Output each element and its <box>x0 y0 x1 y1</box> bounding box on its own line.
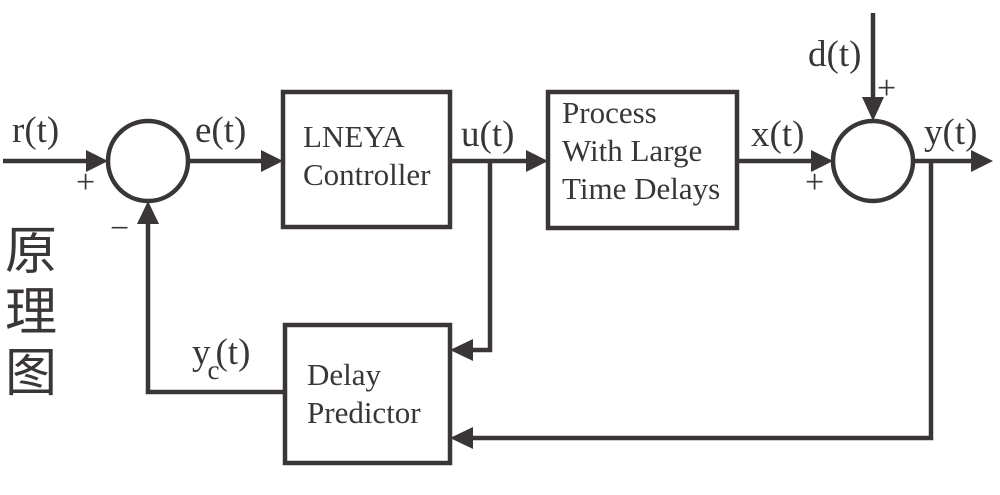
sign-plus-process: + <box>805 164 825 201</box>
predictor-feedback-line <box>145 223 285 395</box>
arrowhead-into-controller <box>261 150 283 172</box>
process-label: Process With Large Time Delays <box>562 95 721 206</box>
signal-label-y: y(t) <box>924 112 978 153</box>
controller-block <box>280 89 453 230</box>
signal-label-yc-rest: (t) <box>215 332 251 373</box>
arrowhead-into-right-sum <box>811 150 833 172</box>
arrowhead-output <box>971 150 993 172</box>
arrowhead-disturbance <box>862 97 884 121</box>
signal-label-u: u(t) <box>461 114 515 155</box>
output-feedback-line <box>473 161 934 441</box>
caption-char-1: 原 <box>5 223 58 281</box>
caption-char-2: 理 <box>5 284 58 342</box>
signal-label-r: r(t) <box>12 110 60 151</box>
arrowhead-into-process <box>526 150 548 172</box>
process-block <box>545 89 740 231</box>
arrowhead-into-predictor-bottom <box>450 427 473 449</box>
arrowhead-into-left-sum-bottom <box>137 201 159 224</box>
signal-label-x: x(t) <box>751 114 805 155</box>
caption-char-3: 图 <box>5 345 58 403</box>
signal-label-yc-subscript: c <box>207 355 220 385</box>
signal-label-yc-base: y <box>192 332 211 373</box>
sign-plus-disturbance: + <box>877 70 897 107</box>
predictor-label: Delay Predictor <box>307 357 421 430</box>
diagram-caption: 原 理 图 <box>5 222 57 405</box>
sign-plus-reference: + <box>76 164 96 201</box>
control-branch-line <box>473 161 493 353</box>
predictor-block <box>282 322 453 466</box>
controller-label: LNEYA Controller <box>303 119 431 192</box>
sign-minus-feedback: − <box>110 210 130 247</box>
signal-label-d: d(t) <box>808 34 862 75</box>
summing-junction-right <box>830 118 916 204</box>
arrowhead-into-predictor-top <box>450 339 473 361</box>
signal-label-e: e(t) <box>195 110 247 151</box>
arrowhead-into-left-sum <box>86 150 108 172</box>
signal-label-yc: yc(t) <box>192 334 250 384</box>
summing-junction-left <box>105 118 191 204</box>
